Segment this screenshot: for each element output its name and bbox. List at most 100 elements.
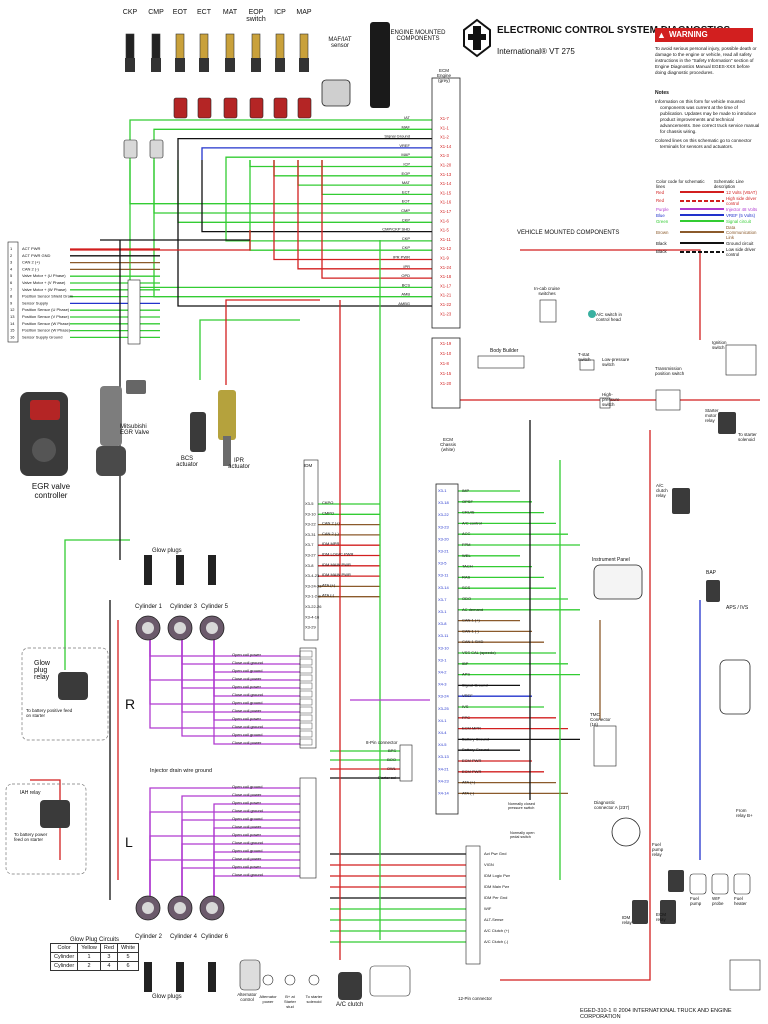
ecm-engine-pin: X1-3: [440, 153, 450, 158]
engine-wire-label: IPR: [403, 264, 410, 269]
sensor-connector: [223, 97, 238, 119]
chassis-wire-label: ECM MPR: [462, 726, 481, 731]
chassis-pin: X3-1: [438, 657, 447, 662]
injector-pin-r: [299, 658, 313, 666]
glow-battery-note: To battery positive feed on starter: [26, 708, 73, 718]
legend-desc: Ground circuit: [726, 240, 754, 246]
injector-pin-r: [299, 722, 313, 730]
chassis-pin: X3-23: [438, 524, 449, 529]
cyl-5-label: Cylinder 5: [201, 604, 229, 610]
pin8-signal: BPS: [388, 748, 396, 753]
injector-connector-r: [299, 647, 317, 749]
egr-valve-connector: [127, 279, 141, 345]
chassis-pin: X3-11: [438, 573, 449, 578]
engine-wire-label: MAT: [402, 180, 411, 185]
sensor-eop-switch: [249, 33, 264, 119]
injector-row-l: Open coil power: [232, 832, 262, 837]
ecm-engine-pin2: X1-8: [440, 361, 450, 366]
glow-table-cell: White: [116, 943, 140, 953]
pin8-signal: Starter sol: [378, 775, 396, 780]
ecm-engine-pin: X1-22: [440, 302, 452, 307]
sensor-icp: [273, 33, 288, 119]
ecm-relay: [660, 900, 676, 924]
ecm-engine-pin: X1-7: [440, 116, 450, 121]
chassis-pin: X4-14: [438, 791, 449, 796]
sensor-label-ect: ECT: [197, 9, 211, 16]
legend-swatch: [679, 212, 725, 218]
injector-row-r: Open coil ground: [232, 668, 262, 673]
legend-line: [680, 199, 724, 202]
injector-pin-r: [299, 690, 313, 698]
injector-pin-r: [299, 682, 313, 690]
egr-pin-num: 5: [10, 273, 13, 278]
legend-swatch: [679, 218, 725, 224]
alternator: [239, 959, 261, 991]
legend-desc: Injector 48 Volts: [726, 206, 758, 212]
chassis-pin: X4-1: [438, 718, 447, 723]
injector-wire-r: [149, 640, 300, 729]
chassis-wire-label: AC demand: [462, 607, 483, 612]
engine-wire: [177, 160, 432, 307]
injector-top-1: [135, 615, 161, 641]
mitsubishi-egr-label: Mitsubishi EGR Valve: [120, 424, 150, 436]
engine-wire: [273, 160, 432, 261]
ecm-engine-pin: X1-2: [440, 135, 450, 140]
sensor-connector: [173, 97, 188, 119]
injector-row-l: Open coil ground: [232, 784, 262, 789]
injector-row-l: Close coil power: [232, 856, 262, 861]
notes-title: Notes: [655, 90, 669, 96]
egr-pin-num: 1: [10, 246, 13, 251]
idm-signal: ATA (-): [322, 593, 335, 598]
chassis-wire-label: ATA (-): [462, 790, 475, 795]
injector-wire-l: [213, 875, 300, 896]
sensor-label-icp: ICP: [274, 9, 286, 16]
legend-col2: Schematic Line description: [713, 178, 744, 189]
cylinder-core: [142, 622, 154, 634]
sensor-neck: [275, 58, 285, 72]
injector-row-l: Open coil power: [232, 800, 262, 805]
chassis-pin: X3-13: [438, 754, 449, 759]
legend-line: [680, 231, 724, 234]
baf-label: BAP: [706, 570, 717, 576]
glow-plug-bottom: [208, 962, 216, 992]
starter-relay: [718, 412, 736, 434]
ecm-engine-pin: X1-20: [440, 163, 452, 168]
pin12-signal: Act Pwr Gnd: [484, 851, 506, 856]
sensor-connector: [149, 139, 164, 159]
instrument-panel-label: Instrument Panel: [592, 557, 630, 563]
idm-pin: X3-4-16: [305, 614, 320, 619]
engine-wire-label: OPD: [401, 273, 410, 278]
fuel-pump-label: Fuel pump: [690, 896, 702, 906]
instrument-panel: [593, 564, 643, 600]
idm-relay: [632, 900, 648, 924]
ac-clutch: [338, 972, 362, 1000]
egr-pin-num: 4: [10, 266, 13, 271]
engine-wire-label: AMB: [401, 292, 410, 297]
sensor-neck: [125, 58, 135, 72]
diagram-title: ELECTRONIC CONTROL SYSTEM DIAGNOSTICS: [497, 25, 731, 36]
egr-pin-name: ACT PWR GND: [22, 253, 50, 258]
alt-power-stud: [262, 974, 274, 986]
chassis-pin: X3-18: [438, 500, 449, 505]
injector-bottom-1: [135, 895, 161, 921]
injector-row-r: Open coil power: [232, 652, 262, 657]
normally-open-label: Normally open pedal switch: [510, 831, 535, 839]
tmc-label: TMC Connector (16): [590, 712, 611, 727]
sensor-eot: [173, 33, 188, 119]
engine-wire: [225, 160, 432, 242]
egr-pin-name: CAN 2 (+): [22, 260, 41, 265]
body-builder-label: Body Builder: [490, 348, 519, 354]
injector-pin-r: [299, 650, 313, 658]
injector-wire-l: [181, 867, 300, 896]
injector-row-r: Close coil power: [232, 740, 262, 745]
chassis-wire-label: IBP: [462, 661, 469, 666]
vehicle-mounted-label: VEHICLE MOUNTED COMPONENTS: [517, 230, 620, 236]
bat-starter-stud: [284, 974, 296, 986]
legend-color-name: Black: [656, 249, 667, 254]
pin8-signal: BOO: [387, 757, 396, 762]
starter-relay-label: Starter motor relay: [705, 408, 719, 423]
egr-pin-name: Valve Motor + (W Phase): [22, 287, 67, 292]
egr-pin-name: CAN 2 (-): [22, 266, 40, 271]
